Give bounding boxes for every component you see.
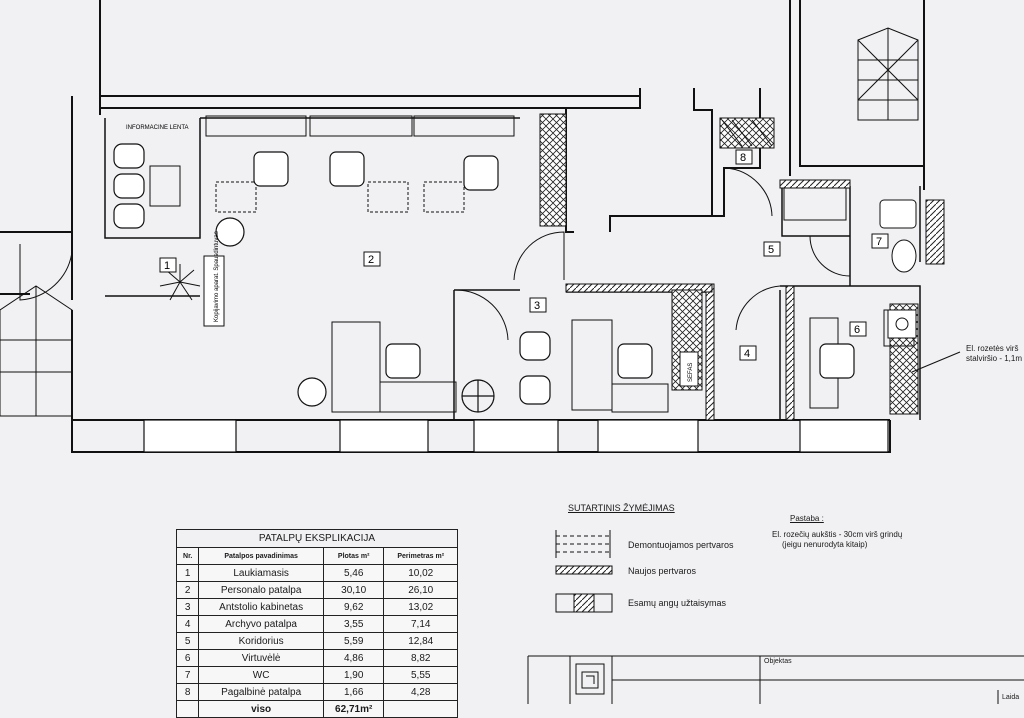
note-line-2: (jeigu nenurodyta kitaip) <box>782 540 868 549</box>
windows-top <box>205 115 515 137</box>
note-line-1: El. rozečių aukštis - 30cm virš grindų <box>772 530 903 539</box>
desks <box>149 165 915 413</box>
room-number-3: 3 <box>534 300 540 312</box>
room-numbers: 1 2 3 4 5 6 7 8 <box>159 149 889 361</box>
room-number-7: 7 <box>876 236 882 248</box>
legend-item-fill: Esamų angų užtaisymas <box>628 598 727 608</box>
objektas-label: Objektas <box>764 658 792 665</box>
legend-item-new: Naujos pertvaros <box>628 566 697 576</box>
doors <box>19 167 851 341</box>
stairs-left <box>0 285 73 417</box>
kitchen-counter <box>783 187 847 221</box>
wc-fixtures <box>879 199 917 339</box>
info-board-label: INFORMACINE LENTA <box>126 125 189 131</box>
interior-walls <box>104 117 921 420</box>
socket-note: El. rozetės virš stalviršio - 1,1m <box>966 344 1023 363</box>
legend-item-demountable: Demontuojamos pertvaros <box>628 540 734 550</box>
table-total-row: viso 62,71m² <box>175 700 458 718</box>
new-partition <box>565 283 713 293</box>
header-area: Plotas m² <box>322 547 385 565</box>
cabinet <box>719 117 775 149</box>
legend-symbol-fill <box>555 593 613 613</box>
cabinet <box>539 113 567 227</box>
room-number-2: 2 <box>368 254 374 266</box>
total-area: 62,71m² <box>322 700 385 718</box>
legend-symbol-demount <box>555 530 611 558</box>
new-partition <box>785 285 795 421</box>
safe-label: SEFAS <box>688 363 694 382</box>
stairs <box>857 27 919 121</box>
header-perimeter: Perimetras m² <box>383 547 458 565</box>
header-name: Patalpos pavadinimas <box>198 547 324 565</box>
title-block <box>527 655 1024 704</box>
explication-table: PATALPŲ EKSPLIKACIJA Nr. Patalpos pavadi… <box>175 529 458 718</box>
legend-title: SUTARTINIS ŽYMĖJIMAS <box>568 503 675 513</box>
header-nr: Nr. <box>175 547 200 565</box>
table-title: PATALPŲ EKSPLIKACIJA <box>176 529 458 547</box>
room-number-1: 1 <box>164 260 170 272</box>
copier-label: Kopijavimo aparat. Spausdintuvas <box>214 231 220 322</box>
room-number-5: 5 <box>768 244 774 256</box>
laida-label: Laida <box>1002 694 1020 701</box>
plant-icon <box>159 264 201 301</box>
legend-symbol-new <box>555 565 613 575</box>
room-number-4: 4 <box>744 348 750 360</box>
room-number-6: 6 <box>854 324 860 336</box>
copier <box>203 255 225 327</box>
new-partition <box>779 179 851 189</box>
new-partition <box>925 199 945 265</box>
note-title: Pastaba : <box>790 514 824 523</box>
total-label: viso <box>198 700 324 718</box>
socket-leader <box>911 351 961 373</box>
new-partition <box>705 283 715 421</box>
shelving <box>721 119 773 147</box>
windows <box>143 419 889 453</box>
safe <box>679 351 699 387</box>
room-number-8: 8 <box>740 152 746 164</box>
chairs <box>113 143 855 413</box>
